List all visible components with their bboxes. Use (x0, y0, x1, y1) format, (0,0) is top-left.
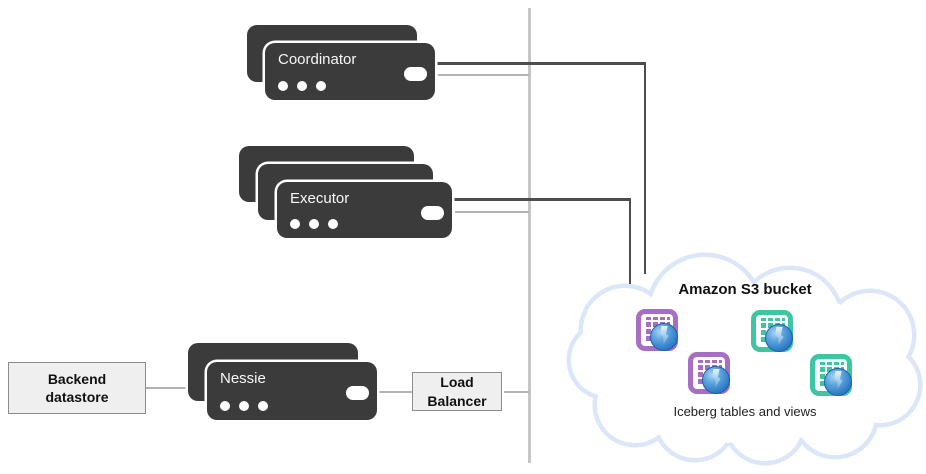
server-leds-icon (278, 81, 326, 91)
server-port-icon (421, 206, 444, 220)
load-balancer-box: Load Balancer (412, 372, 502, 411)
coordinator-s3-connector-v (643, 62, 646, 274)
nessie-label: Nessie (220, 370, 266, 387)
backend-datastore-label: Backend datastore (45, 370, 109, 405)
globe-icon (702, 366, 730, 394)
led-dot-icon (290, 219, 300, 229)
executor-s3-connector-h (452, 198, 631, 201)
coordinator-s3-connector-h (437, 62, 646, 65)
led-dot-icon (220, 401, 230, 411)
nessie-lb-connector (376, 391, 412, 393)
iceberg-table-icon (810, 354, 858, 402)
led-dot-icon (309, 219, 319, 229)
led-dot-icon (328, 219, 338, 229)
backend-datastore-box: Backend datastore (8, 362, 146, 414)
lb-divider-connector (504, 391, 529, 393)
executor-server: Executor (277, 182, 452, 238)
globe-icon (650, 323, 678, 351)
led-dot-icon (316, 81, 326, 91)
coordinator-lb-connector (438, 74, 529, 76)
executor-s3-connector-v (628, 198, 631, 284)
coordinator-server: Coordinator (265, 43, 435, 100)
load-balancer-label: Load Balancer (427, 374, 487, 409)
server-leds-icon (290, 219, 338, 229)
led-dot-icon (239, 401, 249, 411)
server-leds-icon (220, 401, 268, 411)
iceberg-table-icon (751, 310, 799, 358)
executor-label: Executor (290, 190, 350, 207)
led-dot-icon (258, 401, 268, 411)
led-dot-icon (278, 81, 288, 91)
s3-bucket-title: Amazon S3 bucket (678, 281, 812, 298)
backend-nessie-connector (146, 387, 208, 389)
iceberg-table-icon (636, 309, 684, 357)
globe-icon (765, 324, 793, 352)
server-port-icon (404, 67, 427, 81)
iceberg-table-icon (688, 352, 736, 400)
led-dot-icon (297, 81, 307, 91)
globe-icon (824, 368, 852, 396)
nessie-server: Nessie (207, 362, 377, 420)
server-port-icon (346, 386, 369, 400)
executor-lb-connector (455, 211, 529, 213)
iceberg-caption: Iceberg tables and views (673, 404, 817, 419)
s3-cloud-shape (566, 252, 923, 466)
boundary-divider-line (528, 8, 531, 463)
coordinator-label: Coordinator (278, 51, 357, 68)
